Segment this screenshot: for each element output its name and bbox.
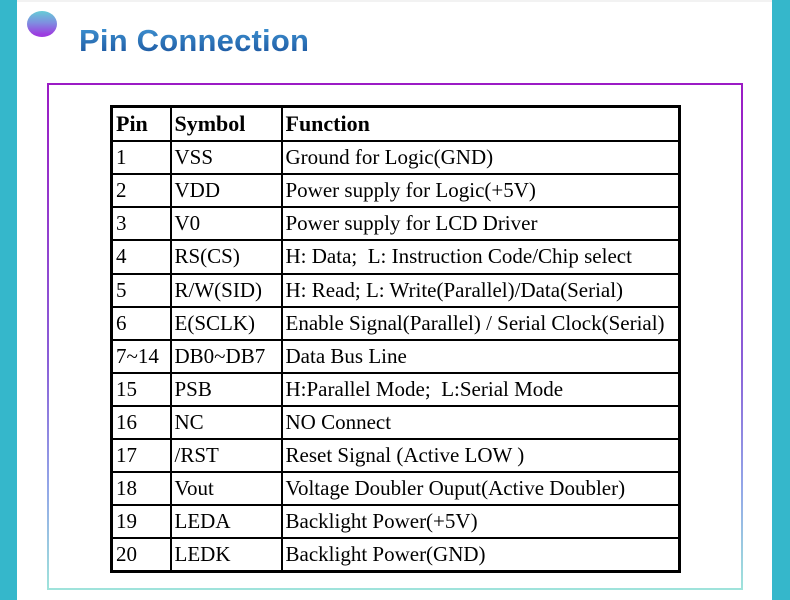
pin-cell: 2 [110,173,172,209]
left-accent-bar [0,0,17,600]
table-row: 2 VDD Power supply for Logic(+5V) [110,173,681,209]
table-row: 1 VSS Ground for Logic(GND) [110,140,681,176]
page-title: Pin Connection [79,22,310,58]
symbol-cell: E(SCLK) [169,305,283,341]
symbol-cell: DB0~DB7 [169,338,283,374]
table-row: 7~14 DB0~DB7 Data Bus Line [110,338,681,374]
pin-cell: 7~14 [110,338,172,374]
function-cell: Data Bus Line [280,338,681,374]
right-accent-bar [772,0,790,600]
column-header-function: Function [280,105,681,143]
pin-cell: 16 [110,404,172,440]
column-header-symbol: Symbol [169,105,283,143]
function-cell: Power supply for Logic(+5V) [280,173,681,209]
table-row: 5 R/W(SID) H: Read; L: Write(Parallel)/D… [110,272,681,308]
pin-cell: 4 [110,239,172,275]
function-cell: H: Read; L: Write(Parallel)/Data(Serial) [280,272,681,308]
symbol-cell: RS(CS) [169,239,283,275]
symbol-cell: PSB [169,371,283,407]
table-row: 19 LEDA Backlight Power(+5V) [110,503,681,539]
table-row: 16 NC NO Connect [110,404,681,440]
pin-cell: 5 [110,272,172,308]
function-cell: Power supply for LCD Driver [280,206,681,242]
table-row: 3 V0 Power supply for LCD Driver [110,206,681,242]
pin-cell: 3 [110,206,172,242]
pin-cell: 15 [110,371,172,407]
pin-cell: 6 [110,305,172,341]
table-header-row: Pin Symbol Function [110,105,681,143]
section-bullet-icon [27,11,57,37]
symbol-cell: VSS [169,140,283,176]
pin-cell: 19 [110,503,172,539]
symbol-cell: V0 [169,206,283,242]
symbol-cell: LEDK [169,536,283,573]
top-divider [17,0,772,2]
pin-cell: 18 [110,470,172,506]
symbol-cell: LEDA [169,503,283,539]
table-row: 17 /RST Reset Signal (Active LOW ) [110,437,681,473]
symbol-cell: Vout [169,470,283,506]
symbol-cell: NC [169,404,283,440]
function-cell: NO Connect [280,404,681,440]
pin-cell: 1 [110,140,172,176]
function-cell: H:Parallel Mode; L:Serial Mode [280,371,681,407]
table-row: 6 E(SCLK) Enable Signal(Parallel) / Seri… [110,305,681,341]
pin-cell: 20 [110,536,172,573]
pin-connection-table: Pin Symbol Function 1 VSS Ground for Log… [110,105,681,573]
function-cell: Ground for Logic(GND) [280,140,681,176]
function-cell: H: Data; L: Instruction Code/Chip select [280,239,681,275]
symbol-cell: /RST [169,437,283,473]
function-cell: Reset Signal (Active LOW ) [280,437,681,473]
table-row: 15 PSB H:Parallel Mode; L:Serial Mode [110,371,681,407]
function-cell: Enable Signal(Parallel) / Serial Clock(S… [280,305,681,341]
function-cell: Backlight Power(+5V) [280,503,681,539]
column-header-pin: Pin [110,105,172,143]
function-cell: Voltage Doubler Ouput(Active Doubler) [280,470,681,506]
function-cell: Backlight Power(GND) [280,536,681,573]
symbol-cell: R/W(SID) [169,272,283,308]
symbol-cell: VDD [169,173,283,209]
pin-cell: 17 [110,437,172,473]
table-row: 4 RS(CS) H: Data; L: Instruction Code/Ch… [110,239,681,275]
table-row: 18 Vout Voltage Doubler Ouput(Active Dou… [110,470,681,506]
table-row: 20 LEDK Backlight Power(GND) [110,536,681,573]
